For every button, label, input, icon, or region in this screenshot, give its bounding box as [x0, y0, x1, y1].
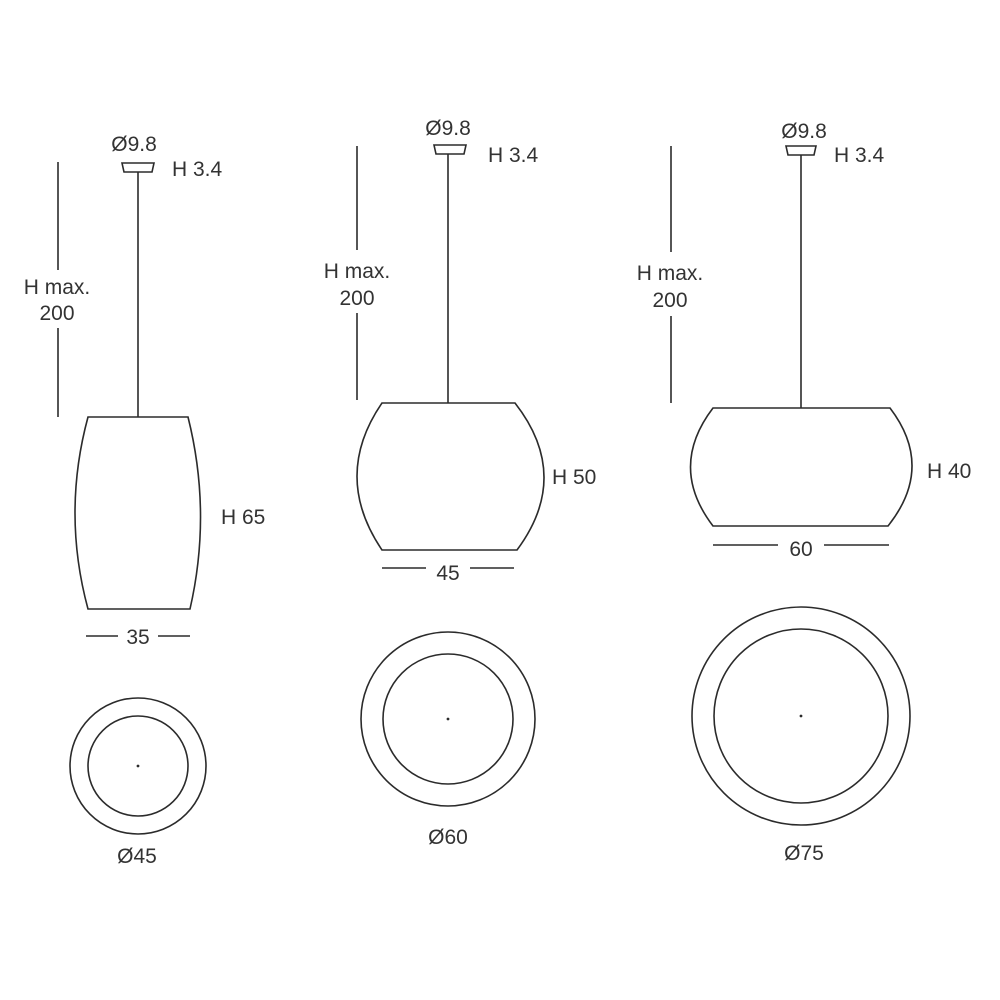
lamp-2-top-view-inner-circle: [382, 653, 514, 785]
lamp-3-top-view-center-point: [799, 714, 803, 718]
lamp-1-canopy-diameter-label: Ø9.8: [111, 133, 157, 156]
lamp-2-top-view-center-point: [446, 717, 450, 721]
lamp-1-top-view-center-point: [136, 764, 140, 768]
lamp-3-top-view-inner-circle: [713, 628, 889, 804]
lamp-3-drawing: Ø9.8 H 3.4 H max. 200 H 40 60 Ø75: [637, 120, 972, 865]
lamp-2-shade-side-view: [356, 402, 545, 551]
lamp-2-canopy-diameter-label: Ø9.8: [425, 117, 471, 140]
lamp-3-width-label: 60: [789, 538, 812, 561]
lamp-2-max-height-label-line1: H max.: [324, 260, 391, 283]
lamp-2-max-height-label-line2: 200: [339, 287, 374, 310]
lamp-2-shade-height-label: H 50: [552, 466, 596, 489]
lamp-1-diameter-label: Ø45: [117, 845, 157, 868]
lamp-3-diameter-label: Ø75: [784, 842, 824, 865]
lamp-1-max-height-label-line2: 200: [39, 302, 74, 325]
lamp-2-width-label: 45: [436, 562, 459, 585]
lamp-1-shade-side-view: [74, 416, 202, 610]
lamp-1-top-view-outer-circle: [69, 697, 207, 835]
lamp-3-shade-side-view: [689, 407, 913, 527]
lamp-3-canopy: [785, 145, 817, 156]
lamp-3-canopy-height-label: H 3.4: [834, 144, 885, 167]
lamp-2-canopy-height-label: H 3.4: [488, 144, 539, 167]
lamp-1-shade-height-label: H 65: [221, 506, 265, 529]
lamp-1-canopy: [121, 162, 155, 173]
lamp-3-top-view-outer-circle: [691, 606, 911, 826]
lamp-3-canopy-diameter-label: Ø9.8: [781, 120, 827, 143]
lamp-1-top-view-inner-circle: [87, 715, 189, 817]
lamp-2-diameter-label: Ø60: [428, 826, 468, 849]
lamp-3-max-height-label-line2: 200: [652, 289, 687, 312]
lamp-1-width-label: 35: [126, 626, 149, 649]
lamp-3-max-height-label-line1: H max.: [637, 262, 704, 285]
lamp-2-drawing: Ø9.8 H 3.4 H max. 200 H 50 45 Ø60: [324, 117, 597, 849]
lamp-1-max-height-label-line1: H max.: [24, 276, 91, 299]
lamp-1-canopy-height-label: H 3.4: [172, 158, 223, 181]
lamp-1-drawing: Ø9.8 H 3.4 H max. 200 H 65 35 Ø45: [24, 133, 266, 868]
lamp-2-canopy: [433, 144, 467, 155]
lamp-2-top-view-outer-circle: [360, 631, 536, 807]
lamp-3-shade-height-label: H 40: [927, 460, 971, 483]
